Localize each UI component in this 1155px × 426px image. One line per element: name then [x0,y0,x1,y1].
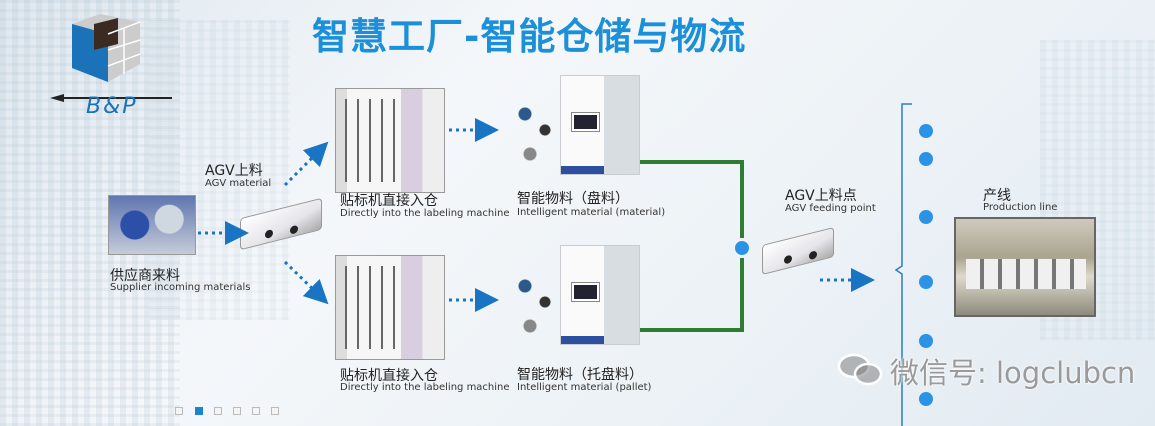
page-title: 智慧工厂-智能仓储与物流 [312,15,747,58]
background-building [150,20,290,320]
page-indicator-4[interactable] [233,407,241,415]
page-indicator-3[interactable] [214,407,222,415]
page-indicator-1[interactable] [175,407,183,415]
page-indicator-5[interactable] [252,407,260,415]
page-indicator-2-active[interactable] [195,407,203,415]
timeline-dot [919,334,933,348]
logo-arrow [50,87,172,102]
material-bottom-label: 智能物料（托盘料） [517,367,643,383]
green-bracket-bottom [640,258,744,332]
watermark-text: 微信号: logclubcn [890,356,1136,390]
agv-material-label: AGV上料 [205,163,263,179]
wechat-icon [836,352,886,388]
timeline-dot [919,210,933,224]
production-line-photo [954,217,1096,317]
feeding-point-label: AGV上料点 [785,188,857,204]
supplier-materials-image [108,195,196,255]
smart-storage-top [560,75,640,175]
production-line-label-en: Production line [983,202,1058,213]
labeling-bottom-label: 贴标机直接入仓 [340,368,438,384]
smart-storage-bottom [560,245,640,345]
feeding-point-label-en: AGV feeding point [785,203,876,214]
production-line-label: 产线 [983,188,1011,204]
labeling-top-label: 贴标机直接入仓 [340,193,438,209]
supplier-label-en: Supplier incoming materials [110,282,251,293]
green-bracket-top [640,160,744,238]
labeling-top-label-en: Directly into the labeling machine [340,208,510,219]
timeline-dot [919,275,933,289]
arrow-agv-to-machine-top [283,141,329,187]
material-top-label-en: Intelligent material (material) [517,207,666,218]
labeling-bottom-label-en: Directly into the labeling machine [340,382,510,393]
junction-dot [735,241,749,255]
agv-material-label-en: AGV material [205,178,272,189]
arrow-agv-to-machine-bottom [283,260,329,305]
supplier-label: 供应商来料 [110,268,180,284]
timeline-dot [919,152,933,166]
timeline-dot [919,124,933,138]
timeline-dot [919,392,933,406]
page-indicator-6[interactable] [271,407,279,415]
parts-image-top [510,90,560,170]
parts-image-bottom [510,262,560,342]
material-top-label: 智能物料（盘料） [517,191,629,207]
labeling-machine-bottom [335,255,445,360]
blue-brace [894,103,912,426]
logo-cube [70,10,142,82]
logo-text: B&P [86,94,138,119]
material-bottom-label-en: Intelligent material (pallet) [517,382,652,393]
labeling-machine-top [335,88,445,193]
